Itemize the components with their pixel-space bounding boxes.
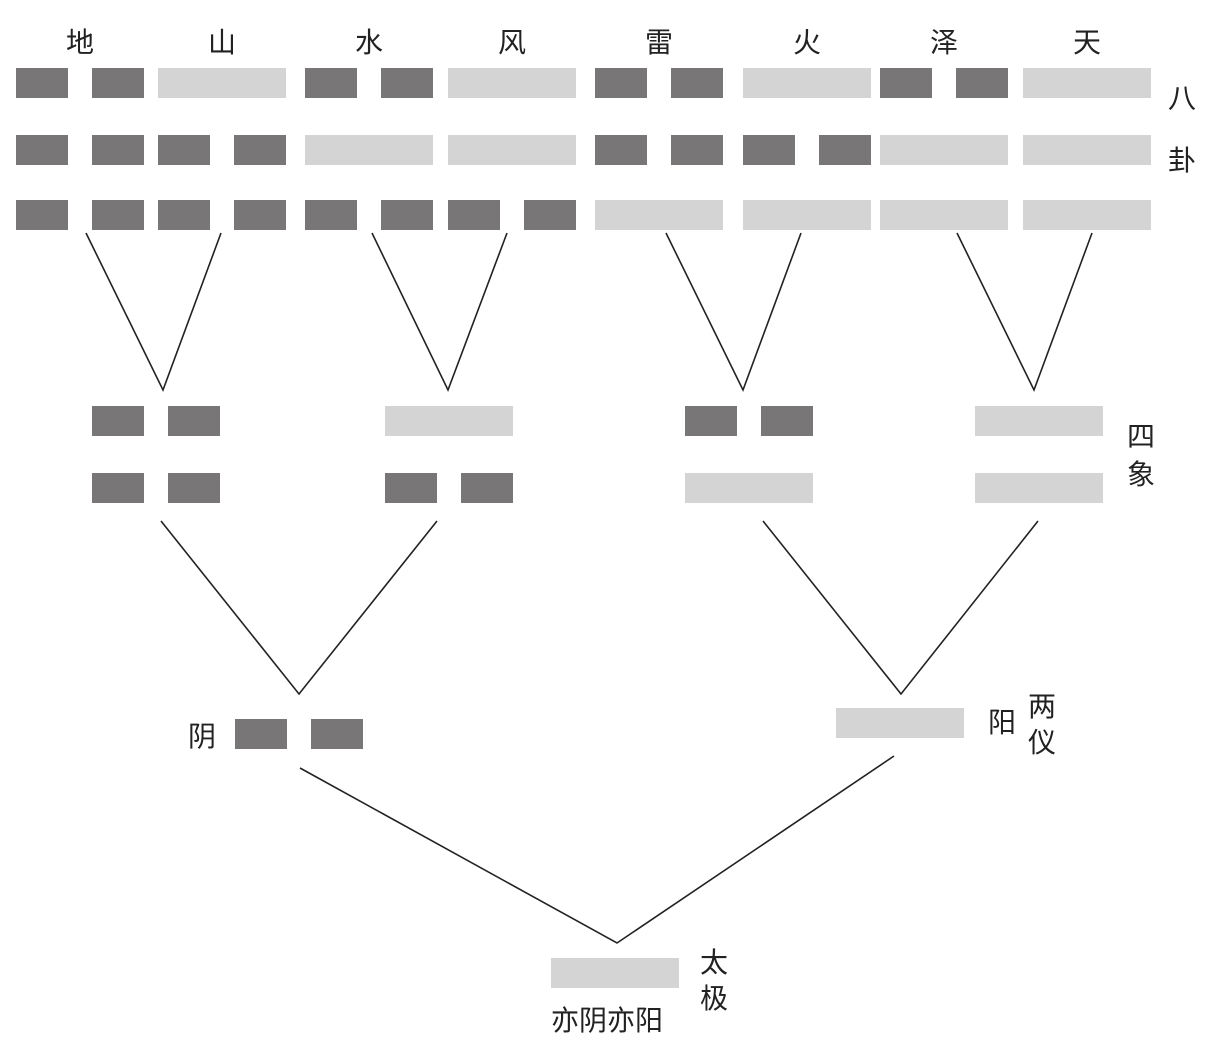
mode-2-yang-line <box>836 708 964 738</box>
trigram-6-line-2-yin-line-right <box>819 135 871 165</box>
trigram-4-line-1-yang-line <box>448 68 576 98</box>
mode-1-yin-line-left <box>235 719 287 749</box>
taiji-caption: 亦阴亦阳 <box>551 1004 663 1037</box>
trigram-4-line-2-yang-line <box>448 135 576 165</box>
trigram-3-line-3-yin-line-left <box>305 200 357 230</box>
trigram-name: 雷 <box>645 26 673 59</box>
connector-5 <box>160 520 438 696</box>
mode-1 <box>235 719 363 749</box>
four-image-3-line-1-yin-line-right <box>761 406 813 436</box>
trigram-3-line-3-yin-line-right <box>381 200 433 230</box>
four-image-1-line-1-yin-line-right <box>168 406 220 436</box>
connector-7 <box>299 755 895 944</box>
trigram-2-line-1-yang-line <box>158 68 286 98</box>
connector-3 <box>665 232 802 393</box>
liangyi-label-char-2: 仪 <box>1028 726 1056 759</box>
trigram-5-line-1-yin-line-left <box>595 68 647 98</box>
trigram-6-line-2-yin-line-left <box>743 135 795 165</box>
trigram-8-line-2-yang-line <box>1023 135 1151 165</box>
four-image-2-line-1-yang-line <box>385 406 513 436</box>
four-image-1-line-1-yin-line-left <box>92 406 144 436</box>
four-image-1 <box>92 406 220 503</box>
trigram-8: 天 <box>1023 26 1151 230</box>
four-image-3-line-1-yin-line-left <box>685 406 737 436</box>
trigram-8-line-3-yang-line <box>1023 200 1151 230</box>
trigram-1-line-3-yin-line-right <box>92 200 144 230</box>
trigram-5-line-1-yin-line-right <box>671 68 723 98</box>
four-image-3-line-2-yang-line <box>685 473 813 503</box>
four-image-2-line-2-yin-line-right <box>461 473 513 503</box>
four-image-3 <box>685 406 813 503</box>
trigram-7-line-1-yin-line-right <box>956 68 1008 98</box>
trigram-4-line-3-yin-line-right <box>524 200 576 230</box>
trigram-2-line-2-yin-line-left <box>158 135 210 165</box>
trigram-5-line-3-yang-line <box>595 200 723 230</box>
trigram-name: 风 <box>498 26 526 59</box>
sixiang-label-char-1: 四 <box>1127 420 1155 453</box>
trigram-1-line-3-yin-line-left <box>16 200 68 230</box>
connector-lines <box>85 232 1093 944</box>
sixiang-level <box>92 406 1103 503</box>
trigram-1: 地 <box>16 26 144 230</box>
liangyi-label-char-1: 两 <box>1028 690 1056 723</box>
trigram-1-line-2-yin-line-left <box>16 135 68 165</box>
trigram-name: 水 <box>355 26 383 59</box>
mode-2 <box>836 708 964 738</box>
four-image-1-line-2-yin-line-left <box>92 473 144 503</box>
trigram-1-line-2-yin-line-right <box>92 135 144 165</box>
trigram-name: 泽 <box>930 26 958 59</box>
trigram-6-line-1-yang-line <box>743 68 871 98</box>
trigram-7-line-3-yang-line <box>880 200 1008 230</box>
trigram-name: 地 <box>66 26 94 59</box>
trigram-3-line-2-yang-line <box>305 135 433 165</box>
mode-1-yin-line-right <box>311 719 363 749</box>
taiji-level <box>551 958 679 988</box>
four-image-4 <box>975 406 1103 503</box>
yang-mode-label: 阳 <box>988 706 1016 739</box>
trigram-1-line-1-yin-line-left <box>16 68 68 98</box>
trigram-4-line-3-yin-line-left <box>448 200 500 230</box>
four-image-2 <box>385 406 513 503</box>
liangyi-level <box>235 708 964 749</box>
trigram-name: 火 <box>793 26 821 59</box>
four-image-2-line-2-yin-line-left <box>385 473 437 503</box>
bagua-label-char-1: 八 <box>1168 82 1196 115</box>
trigram-3-line-1-yin-line-right <box>381 68 433 98</box>
taiji-label-char-2: 极 <box>700 982 728 1015</box>
four-image-1-line-2-yin-line-right <box>168 473 220 503</box>
trigram-1-line-1-yin-line-right <box>92 68 144 98</box>
yin-mode-label: 阴 <box>188 720 216 753</box>
trigram-5: 雷 <box>595 26 723 230</box>
four-image-4-line-1-yang-line <box>975 406 1103 436</box>
trigram-2: 山 <box>158 26 286 230</box>
trigram-5-line-2-yin-line-left <box>595 135 647 165</box>
trigram-name: 天 <box>1073 26 1101 59</box>
trigram-5-line-2-yin-line-right <box>671 135 723 165</box>
connector-4 <box>956 232 1093 393</box>
taiji-yang-line <box>551 958 679 988</box>
trigram-6-line-3-yang-line <box>743 200 871 230</box>
bagua-level: 地山水风雷火泽天 <box>16 26 1151 230</box>
connector-6 <box>762 520 1039 696</box>
sixiang-label-char-2: 象 <box>1127 458 1155 491</box>
trigram-8-line-1-yang-line <box>1023 68 1151 98</box>
trigram-name: 山 <box>208 26 236 59</box>
trigram-7-line-1-yin-line-left <box>880 68 932 98</box>
bagua-label-char-2: 卦 <box>1168 144 1196 177</box>
trigram-2-line-3-yin-line-left <box>158 200 210 230</box>
four-image-4-line-2-yang-line <box>975 473 1103 503</box>
trigram-6: 火 <box>743 26 871 230</box>
trigram-4: 风 <box>448 26 576 230</box>
trigram-3: 水 <box>305 26 433 230</box>
trigram-7-line-2-yang-line <box>880 135 1008 165</box>
connector-1 <box>85 232 222 393</box>
connector-2 <box>371 232 508 393</box>
trigram-7: 泽 <box>880 26 1008 230</box>
trigram-3-line-1-yin-line-left <box>305 68 357 98</box>
trigram-2-line-2-yin-line-right <box>234 135 286 165</box>
trigram-2-line-3-yin-line-right <box>234 200 286 230</box>
taiji-label-char-1: 太 <box>700 946 728 979</box>
